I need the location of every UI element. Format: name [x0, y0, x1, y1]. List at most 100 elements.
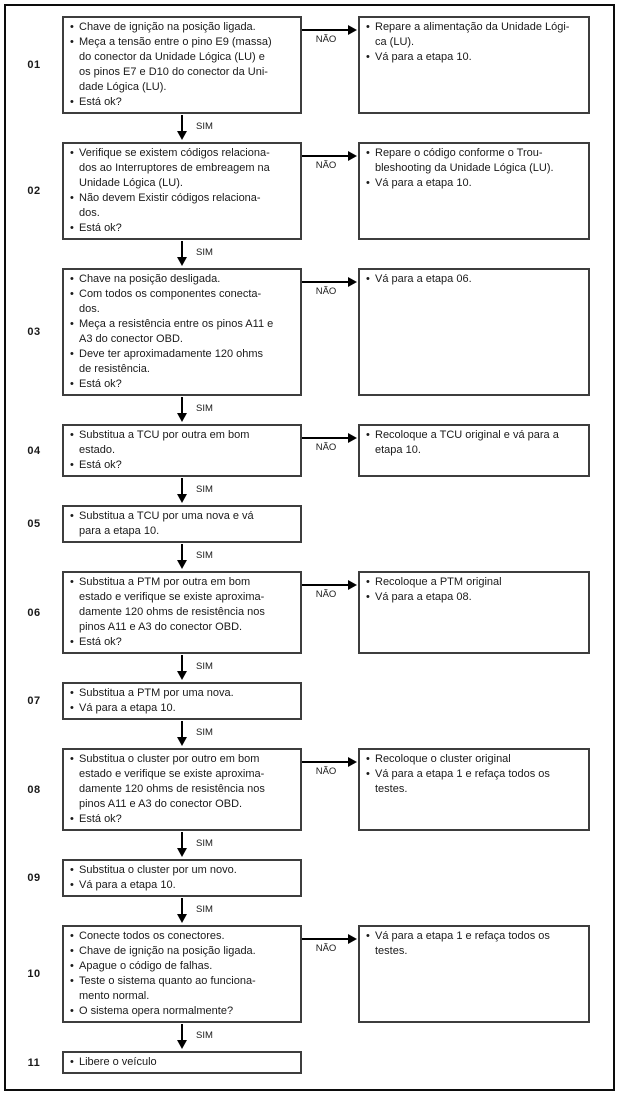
arrow-down-head-icon — [177, 560, 187, 569]
bullet-item: Vá para a etapa 10. — [70, 701, 294, 716]
bullet-item: Com todos os componentes conecta- dos. — [70, 287, 294, 317]
no-branch-connector: NÃO — [302, 925, 358, 1023]
bullet-text: Recoloque o cluster original — [375, 753, 511, 765]
step-number-label: 09 — [27, 872, 41, 884]
step-row-10: 10 Conecte todos os conectores. Chave de… — [6, 925, 613, 1023]
bullet-item: Recoloque o cluster original — [366, 752, 582, 767]
step-02-action-box: Repare o código conforme o Trou- bleshoo… — [358, 142, 590, 240]
bullet-text: Substitua a PTM por outra em bom estado … — [79, 576, 265, 633]
bullet-item: Substitua o cluster por um novo. — [70, 863, 294, 878]
no-branch-connector: NÃO — [302, 16, 358, 114]
arrow-down-head-icon — [177, 737, 187, 746]
step-01-action-box: Repare a alimentação da Unidade Lógi- ca… — [358, 16, 590, 114]
step-number-label: 01 — [27, 59, 41, 71]
sim-connector: SIM — [6, 543, 613, 571]
flowchart-frame: 01 Chave de ignição na posição ligada. M… — [4, 4, 615, 1091]
bullet-item: Está ok? — [70, 635, 294, 650]
arrow-down-head-icon — [177, 848, 187, 857]
step-number-label: 05 — [27, 518, 41, 530]
arrow-right-head-icon — [348, 151, 357, 161]
sim-label: SIM — [196, 838, 213, 849]
bullet-text: Está ok? — [79, 222, 122, 234]
bullet-text: Substitua a TCU por outra em bom estado. — [79, 429, 250, 456]
step-number-label: 08 — [27, 783, 41, 796]
bullet-text: Substitua o cluster por outro em bom est… — [79, 753, 265, 810]
arrow-down-icon — [181, 241, 183, 258]
arrow-down-icon — [181, 397, 183, 414]
sim-label: SIM — [196, 1030, 213, 1041]
sim-connector: SIM — [6, 720, 613, 748]
bullet-text: Teste o sistema quanto ao funciona- ment… — [79, 975, 256, 1002]
bullet-text: Repare o código conforme o Trou- bleshoo… — [375, 147, 554, 174]
bullet-text: O sistema opera normalmente? — [79, 1005, 234, 1017]
bullet-text: Recoloque a PTM original — [375, 576, 502, 588]
bullet-text: Meça a tensão entre o pino E9 (massa) do… — [79, 36, 272, 93]
no-branch-connector: NÃO — [302, 748, 358, 831]
no-label: NÃO — [315, 286, 337, 297]
bullet-text: Não devem Existir códigos relaciona- dos… — [79, 192, 261, 219]
bullet-item: Recoloque a TCU original e vá para a eta… — [366, 428, 582, 458]
bullet-text: Está ok? — [79, 636, 122, 648]
bullet-item: Vá para a etapa 1 e refaça todos os test… — [366, 767, 582, 797]
bullet-text: Vá para a etapa 10. — [79, 702, 176, 714]
bullet-item: Substitua o cluster por outro em bom est… — [70, 752, 294, 812]
bullet-text: Está ok? — [79, 459, 122, 471]
bullet-text: Conecte todos os conectores. — [79, 930, 225, 942]
bullet-item: Conecte todos os conectores. — [70, 929, 294, 944]
sim-connector: SIM — [6, 396, 613, 424]
bullet-text: Com todos os componentes conecta- dos. — [79, 288, 262, 315]
step-row-09: 09 Substitua o cluster por um novo. Vá p… — [6, 859, 613, 897]
step-number-label: 02 — [27, 185, 41, 197]
bullet-item: Está ok? — [70, 812, 294, 827]
no-branch-connector: NÃO — [302, 571, 358, 654]
bullet-item: Vá para a etapa 06. — [366, 272, 582, 287]
step-09-question-box: Substitua o cluster por um novo. Vá para… — [62, 859, 302, 897]
bullet-item: Está ok? — [70, 458, 294, 473]
sim-connector: SIM — [6, 477, 613, 505]
arrow-right-icon — [302, 437, 349, 439]
step-10-action-box: Vá para a etapa 1 e refaça todos os test… — [358, 925, 590, 1023]
sim-label: SIM — [196, 403, 213, 414]
arrow-down-head-icon — [177, 494, 187, 503]
step-number: 09 — [6, 859, 62, 897]
step-row-05: 05 Substitua a TCU por uma nova e vá par… — [6, 505, 613, 543]
bullet-item: Substitua a TCU por uma nova e vá para a… — [70, 509, 294, 539]
bullet-text: Está ok? — [79, 813, 122, 825]
arrow-down-icon — [181, 721, 183, 738]
bullet-text: Vá para a etapa 10. — [375, 51, 472, 63]
arrow-down-head-icon — [177, 131, 187, 140]
no-label: NÃO — [315, 943, 337, 954]
no-branch-connector: NÃO — [302, 424, 358, 477]
bullet-item: Vá para a etapa 08. — [366, 590, 582, 605]
step-number: 05 — [6, 505, 62, 543]
step-01-question-box: Chave de ignição na posição ligada. Meça… — [62, 16, 302, 114]
bullet-item: Chave de ignição na posição ligada. — [70, 944, 294, 959]
step-row-07: 07 Substitua a PTM por uma nova. Vá para… — [6, 682, 613, 720]
step-row-04: 04 Substitua a TCU por outra em bom esta… — [6, 424, 613, 477]
bullet-item: Está ok? — [70, 95, 294, 110]
step-number-label: 06 — [27, 606, 41, 619]
bullet-text: Substitua a PTM por uma nova. — [79, 687, 234, 699]
sim-connector: SIM — [6, 1023, 613, 1051]
step-number-label: 04 — [27, 444, 41, 457]
bullet-item: Vá para a etapa 10. — [366, 176, 582, 191]
step-number: 04 — [6, 424, 62, 477]
arrow-down-head-icon — [177, 671, 187, 680]
no-branch-connector: NÃO — [302, 268, 358, 396]
arrow-right-head-icon — [348, 433, 357, 443]
sim-label: SIM — [196, 727, 213, 738]
arrow-right-head-icon — [348, 580, 357, 590]
step-row-02: 02 Verifique se existem códigos relacion… — [6, 142, 613, 240]
bullet-text: Vá para a etapa 1 e refaça todos os test… — [375, 768, 550, 795]
sim-label: SIM — [196, 904, 213, 915]
bullet-text: Deve ter aproximadamente 120 ohms de res… — [79, 348, 264, 375]
bullet-text: Chave na posição desligada. — [79, 273, 221, 285]
bullet-item: Chave de ignição na posição ligada. — [70, 20, 294, 35]
step-10-question-box: Conecte todos os conectores. Chave de ig… — [62, 925, 302, 1023]
step-03-question-box: Chave na posição desligada. Com todos os… — [62, 268, 302, 396]
arrow-right-icon — [302, 584, 349, 586]
step-row-01: 01 Chave de ignição na posição ligada. M… — [6, 16, 613, 114]
step-06-question-box: Substitua a PTM por outra em bom estado … — [62, 571, 302, 654]
bullet-item: Vá para a etapa 1 e refaça todos os test… — [366, 929, 582, 959]
arrow-right-icon — [302, 29, 349, 31]
